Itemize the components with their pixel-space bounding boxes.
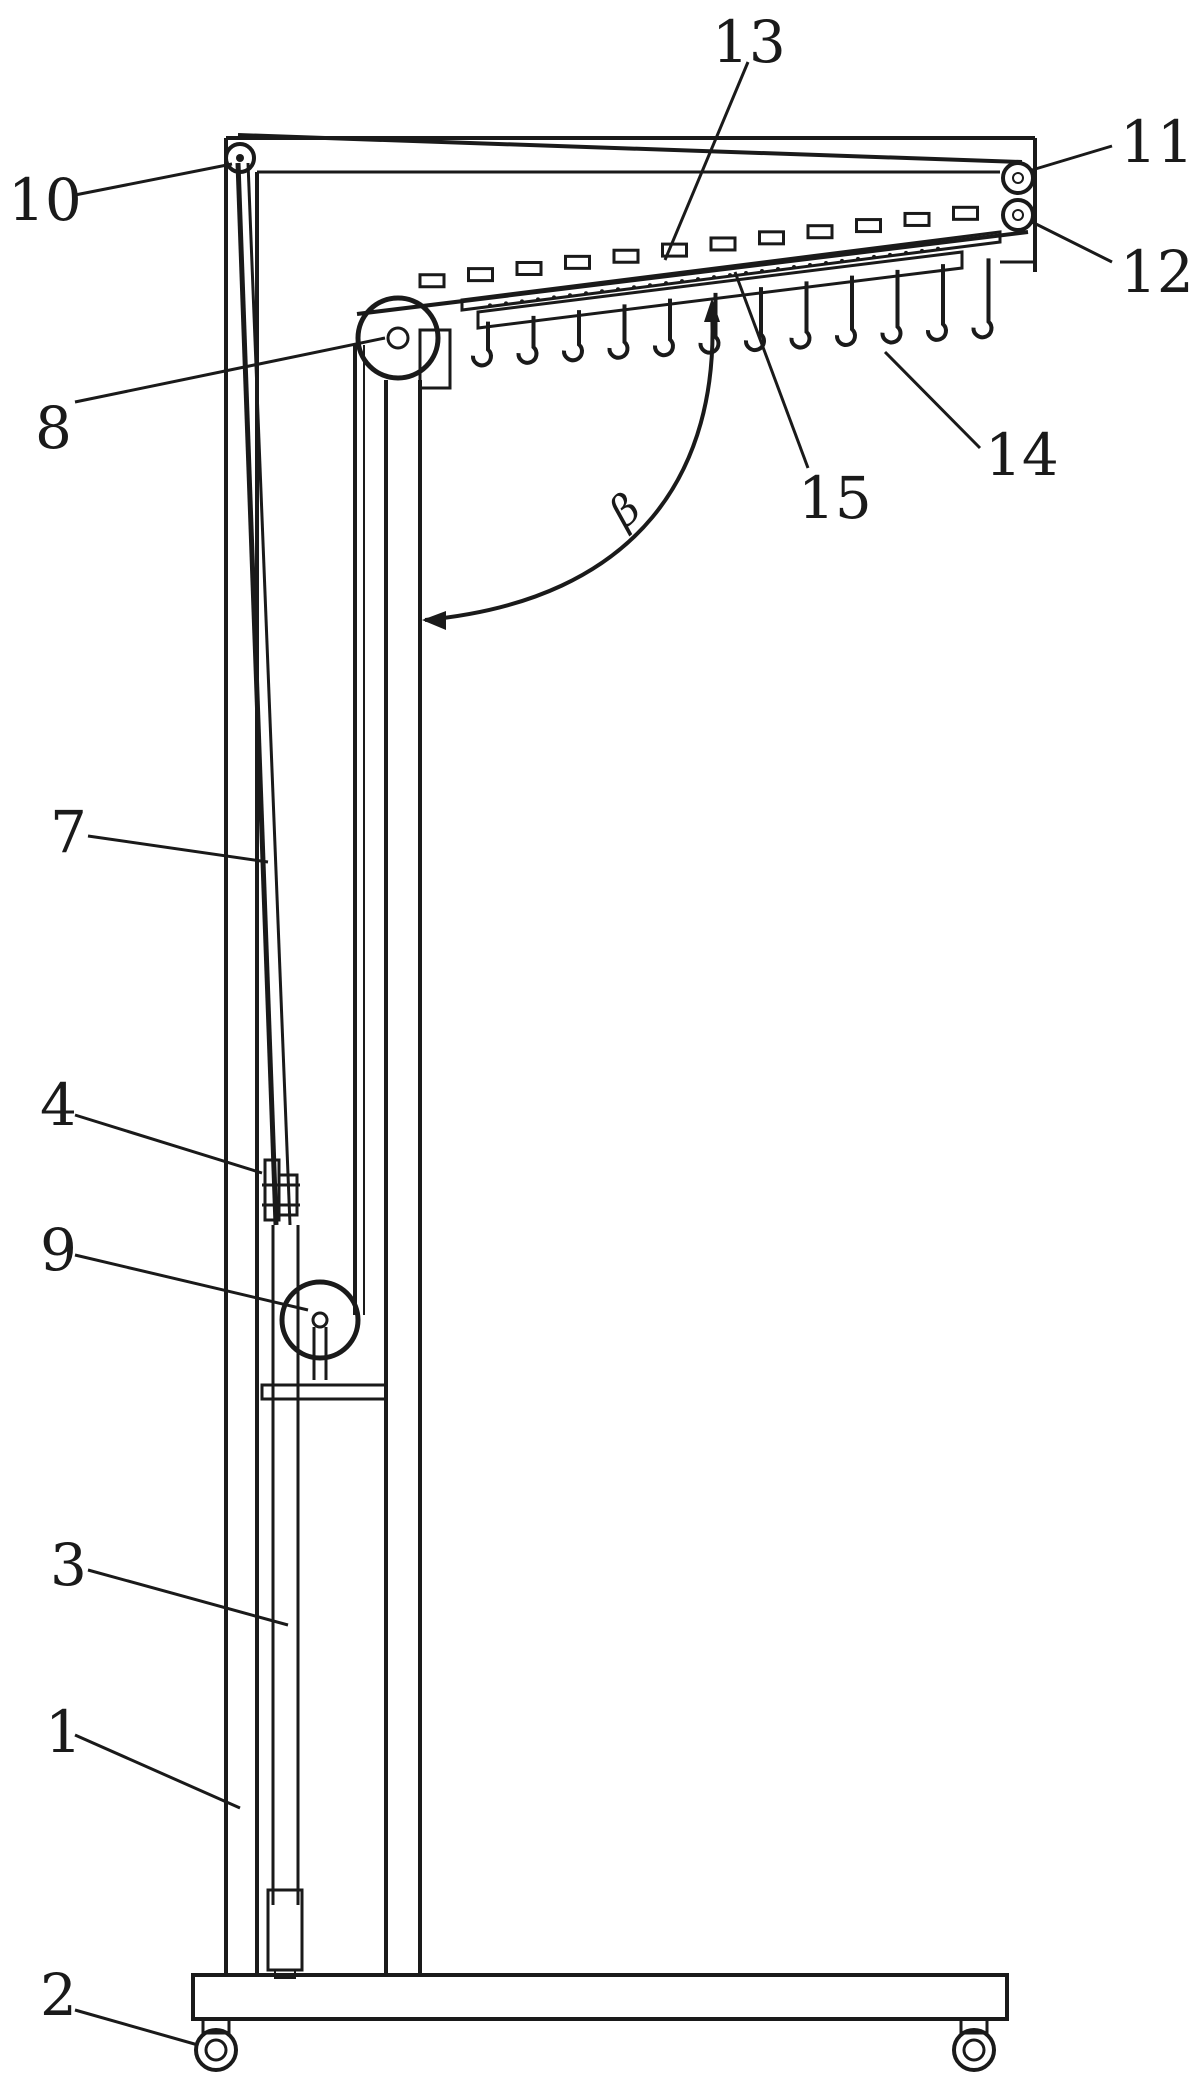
base-bar: [191, 1973, 1009, 2021]
hook: [926, 264, 948, 342]
hook: [744, 287, 766, 353]
cross-brace: [260, 1383, 388, 1401]
label-7: 7: [50, 798, 87, 866]
hook: [607, 304, 630, 360]
hanger-clip: [612, 248, 640, 264]
label-12: 12: [1120, 238, 1194, 306]
hanger-clip: [903, 211, 931, 227]
rope-clamp: [262, 1158, 300, 1222]
hanger-clip: [855, 218, 882, 234]
hook: [789, 281, 812, 350]
outer-frame: [224, 136, 1037, 1975]
hook: [471, 321, 493, 368]
hanger-dot: [808, 262, 812, 267]
hanger-dot: [632, 285, 636, 290]
label-8: 8: [35, 394, 72, 462]
hanger-dot: [664, 281, 668, 286]
hanger-dot: [648, 283, 652, 288]
hanger-dot: [760, 269, 764, 274]
label-10: 10: [8, 166, 82, 234]
base-frame: [191, 1973, 1009, 2021]
hanger-clip: [661, 242, 688, 258]
hanger-dot: [872, 254, 876, 259]
label-15: 15: [798, 464, 872, 532]
leader-lines: [74, 61, 1113, 2047]
hooks-14: [471, 258, 994, 368]
hanger-clip: [418, 273, 446, 289]
hanger-clips: [418, 205, 979, 289]
hanger-clip: [758, 230, 785, 246]
label-11: 11: [1120, 108, 1194, 176]
hanger-dot: [824, 260, 828, 265]
hook: [835, 275, 857, 347]
pulley-8: [355, 295, 441, 381]
hanger-dot: [888, 252, 892, 257]
pulley-10: [224, 142, 256, 174]
hanger-dot: [792, 264, 796, 269]
hanger-dot: [568, 293, 572, 298]
label-2: 2: [40, 1961, 77, 2029]
hanger-dot: [552, 295, 556, 300]
label-13: 13: [712, 8, 786, 76]
hook: [698, 292, 721, 355]
caster-wheel-right: [952, 2017, 996, 2072]
hanger-clip: [952, 205, 979, 221]
hanger-dots: [488, 246, 940, 308]
hanger-dot: [536, 297, 540, 302]
hanger-dot: [712, 275, 716, 280]
hook: [971, 258, 994, 340]
hanger-dot: [920, 248, 924, 253]
hanger-dot: [600, 289, 604, 294]
hanger-dot: [840, 258, 844, 263]
hook: [516, 315, 539, 365]
hook: [653, 298, 675, 358]
label-4: 4: [40, 1071, 77, 1139]
pulley-11: [1001, 161, 1035, 195]
hanger-dot: [584, 291, 588, 296]
hanger-clip: [515, 260, 543, 276]
hanger-dot: [616, 287, 620, 292]
reference-labels: 10 11 12 13 14 15 8 7 4 9 3 1 2 β: [8, 8, 1194, 2029]
hanger-dot: [776, 267, 780, 272]
label-14: 14: [985, 421, 1059, 489]
hook: [562, 310, 584, 363]
hanger-bar-top: [460, 230, 1002, 312]
hanger-bar-15: [476, 250, 964, 330]
rope: [235, 133, 1029, 1315]
hook: [880, 269, 903, 345]
inner-column: [260, 328, 452, 1975]
hanger-dot: [520, 299, 524, 304]
pulley-9: [279, 1279, 361, 1380]
hanger-clip: [806, 224, 834, 240]
label-9: 9: [40, 1216, 77, 1284]
hanger-dot: [504, 301, 508, 306]
hanger-dot: [696, 277, 700, 282]
hanger-clip: [709, 236, 737, 252]
hanger-dot: [680, 279, 684, 284]
hanger-dot: [856, 256, 860, 261]
hanger-dot: [728, 273, 732, 278]
hanger-dot: [904, 250, 908, 255]
hanger-dot: [488, 303, 492, 308]
caster-wheel-left: [194, 2017, 238, 2072]
hanger-clip: [467, 267, 494, 283]
hanger-clip: [564, 254, 591, 270]
angle-beta: [422, 298, 720, 630]
lift-rod: [266, 1225, 304, 1979]
hanger-dot: [744, 271, 748, 276]
hanger-dot: [936, 246, 940, 251]
hanger-arm: [418, 205, 1002, 368]
label-3: 3: [50, 1531, 87, 1599]
label-1: 1: [45, 1698, 82, 1766]
pulley-12: [1001, 198, 1035, 232]
